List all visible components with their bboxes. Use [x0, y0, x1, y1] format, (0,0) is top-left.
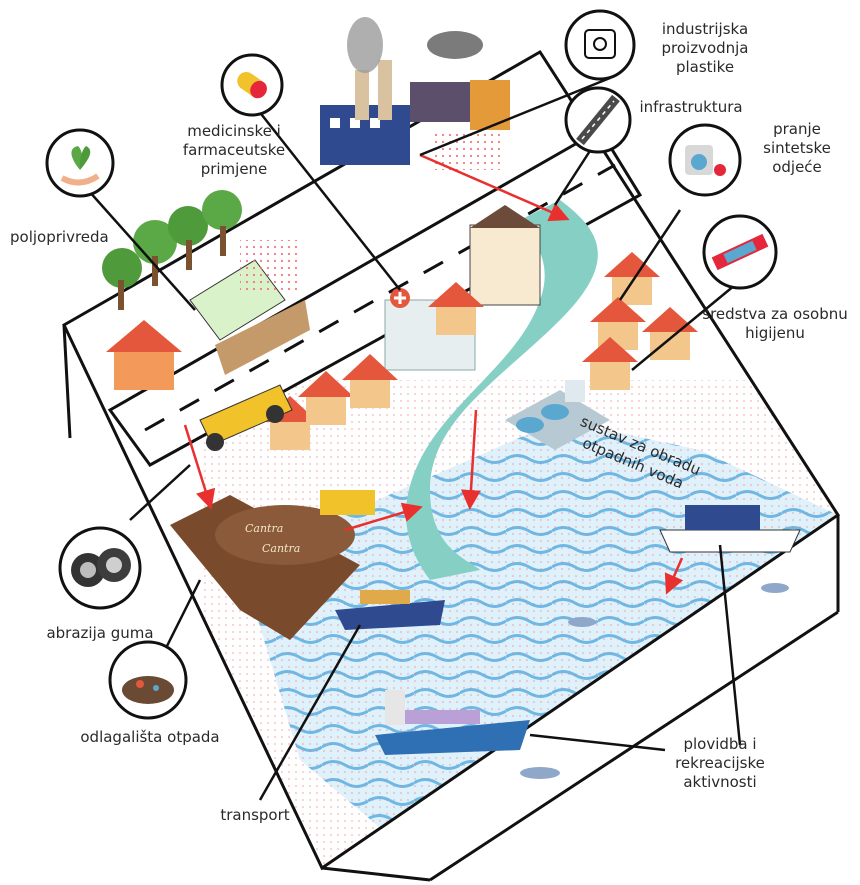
factory-icon [320, 17, 510, 170]
landfill-sign-text: Cantra [245, 522, 283, 535]
toothpaste-icon [702, 214, 778, 290]
label-industrial: industrijska proizvodnja plastike [661, 20, 749, 76]
cargo-ship-icon [335, 590, 445, 630]
agriculture-scene [102, 190, 310, 390]
label-transport: transport [220, 806, 290, 824]
apartment-building-icon [469, 205, 541, 306]
label-shipping: plovidba i rekreacijske aktivnosti [675, 735, 765, 791]
pill-icon [220, 53, 284, 117]
label-infrastructure: infrastruktura [639, 98, 743, 116]
road-icon [564, 86, 632, 154]
flow-arrows [183, 153, 684, 595]
wastewater-plant-icon [505, 380, 610, 450]
label-hygiene: sredstva za osobnu higijenu [702, 305, 848, 342]
industrial-badge-icon [564, 9, 636, 81]
laundry-icon [668, 123, 742, 197]
landfill-scene: Cantra Cantra [170, 490, 375, 640]
label-laundry: pranje sintetske odjeće [763, 120, 831, 176]
label-tires: abrazija guma [46, 624, 154, 642]
fish-group [520, 583, 789, 779]
label-agriculture: poljoprivreda [10, 228, 109, 246]
plant-in-hand-icon [45, 128, 115, 198]
car-icon [199, 384, 293, 451]
houses-group [262, 252, 698, 450]
river [406, 200, 598, 580]
container-ship-icon [375, 690, 530, 755]
cruise-ship-icon [659, 505, 801, 553]
tires-icon [58, 526, 142, 610]
label-landfill: odlagališta otpada [80, 728, 220, 746]
landfill-icon [108, 640, 188, 720]
label-medical: medicinske i farmaceutske primjene [182, 122, 286, 178]
callout-leaders [87, 76, 742, 801]
landfill-sign-text-2: Cantra [262, 542, 300, 555]
